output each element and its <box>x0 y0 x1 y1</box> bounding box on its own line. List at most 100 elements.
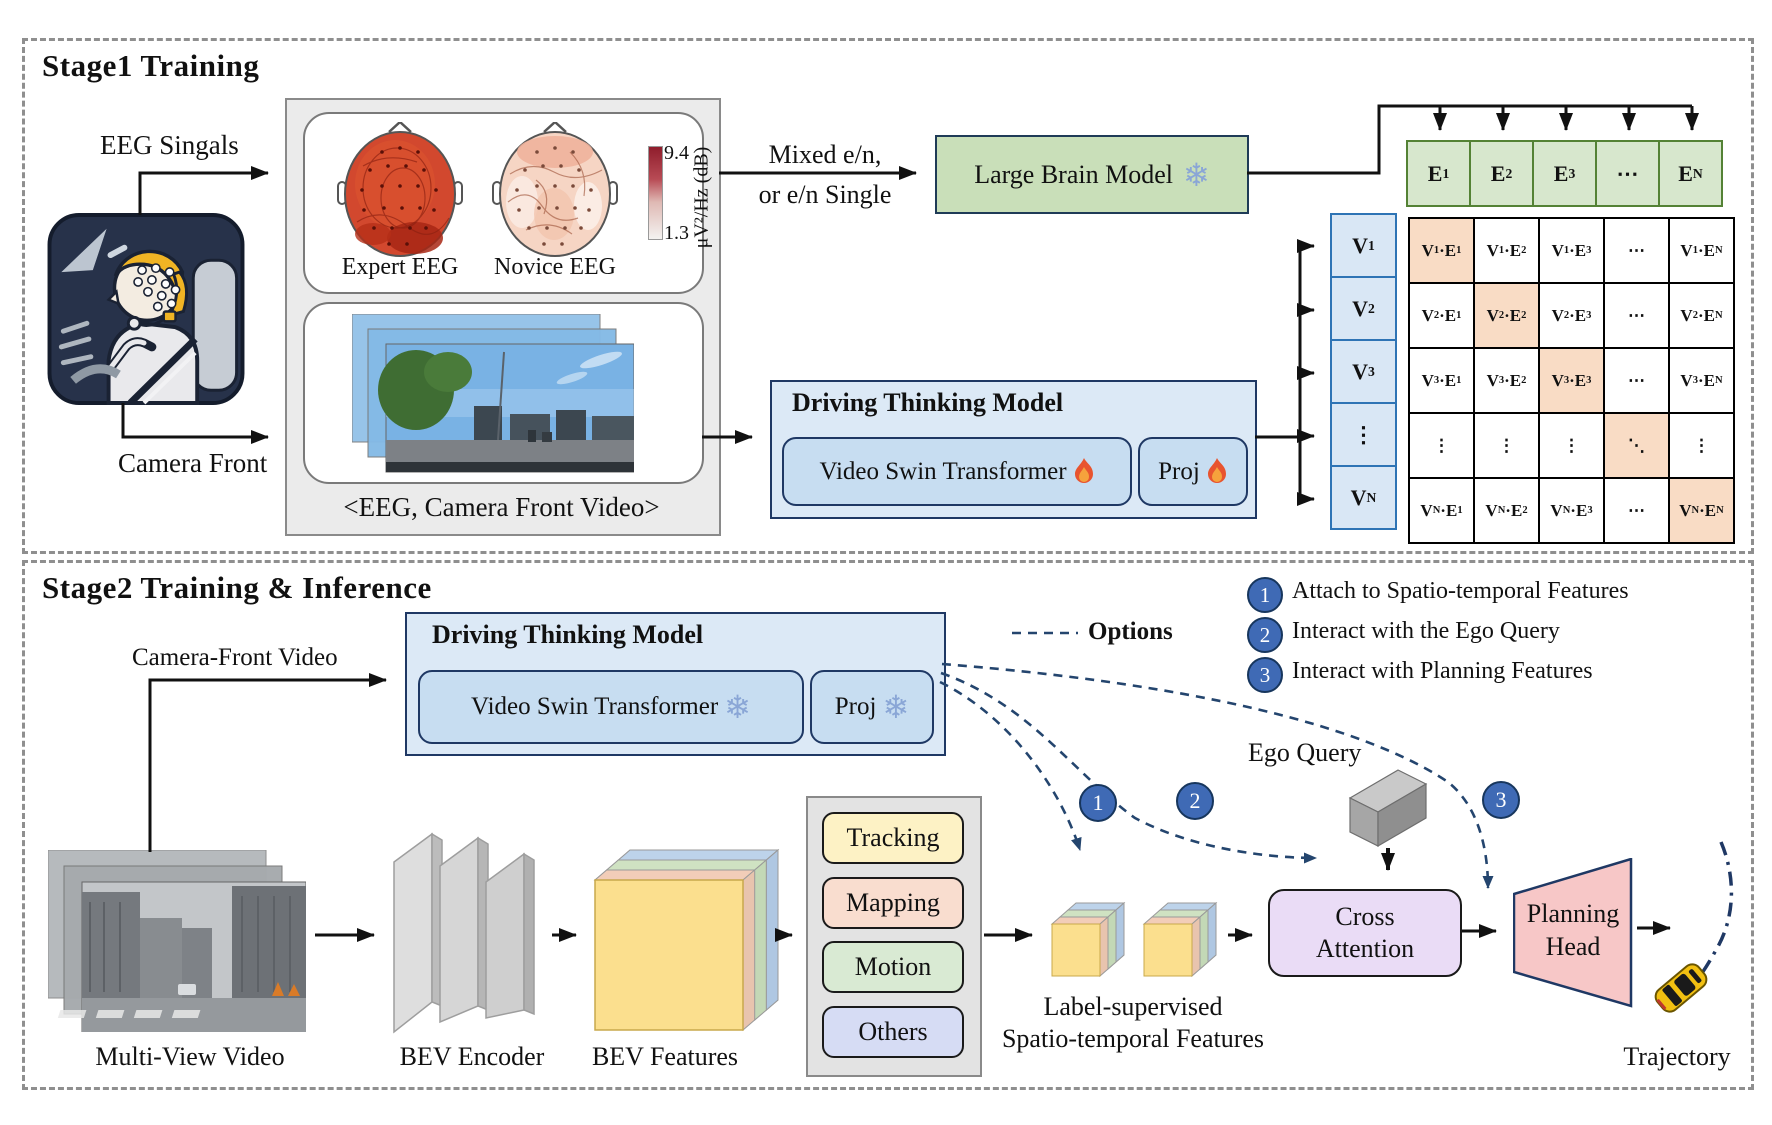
matrix-cell: ⋮ <box>1410 414 1473 477</box>
spatio-temporal-feature-cubes <box>1048 884 1223 984</box>
matrix-cell: ⋮ <box>1475 414 1538 477</box>
video-embedding-cell: ⋮ <box>1330 402 1397 467</box>
stage2-dtm-title: Driving Thinking Model <box>432 620 704 649</box>
multi-view-video-label: Multi-View Video <box>95 1042 285 1071</box>
pair-caption: <EEG, Camera Front Video> <box>343 492 660 522</box>
eeg-colorbar <box>648 146 663 240</box>
mixed-line2: or e/n Single <box>758 180 892 209</box>
task-box-tracking: Tracking <box>822 812 964 864</box>
stage1-vst-label: Video Swin Transformer <box>819 457 1067 485</box>
bev-features-cube <box>588 842 780 1034</box>
large-brain-model-label: Large Brain Model <box>974 159 1173 189</box>
snowflake-icon: ❄ <box>1182 156 1210 193</box>
matrix-cell: ⋯ <box>1605 479 1668 542</box>
driver-eeg-icon <box>47 213 245 405</box>
option2-badge: 2 <box>1176 782 1214 820</box>
mixed-line1: Mixed e/n, <box>768 140 882 169</box>
option1-badge: 1 <box>1079 784 1117 822</box>
colorbar-unit: μV²/Hz (dB) <box>690 146 713 249</box>
task-box-mapping: Mapping <box>822 876 964 929</box>
camera-front-label: Camera Front <box>118 448 268 478</box>
camera-front-video-label: Camera-Front Video <box>132 644 338 671</box>
multi-view-video-frames <box>48 850 306 1032</box>
expert-eeg-topomap <box>337 122 463 260</box>
matrix-cell: ⋯ <box>1605 219 1668 282</box>
eeg-signals-label: EEG Singals <box>100 130 239 160</box>
stage1-proj-box: Proj <box>1138 437 1248 506</box>
matrix-cell: ⋮ <box>1670 414 1733 477</box>
trajectory-label: Trajectory <box>1623 1042 1731 1071</box>
eeg-embedding-cell: ⋯ <box>1595 140 1660 207</box>
novice-eeg-topomap <box>492 122 618 260</box>
cross-attention-box: Cross Attention <box>1268 889 1462 977</box>
ego-query-cuboid <box>1340 762 1435 850</box>
features-caption-line1: Label-supervised <box>1043 992 1223 1021</box>
planning-head-shape <box>1513 858 1633 1008</box>
bev-encoder-label: BEV Encoder <box>399 1042 545 1071</box>
stage1-dtm-title: Driving Thinking Model <box>792 388 1064 417</box>
cross-attention-line2: Attention <box>1315 934 1415 963</box>
legend-text: Interact with Planning Features <box>1292 658 1593 684</box>
camera-front-video-frames <box>352 314 634 474</box>
stage2-proj-label: Proj <box>834 693 877 720</box>
novice-eeg-label: Novice EEG <box>494 254 616 280</box>
colorbar-max: 9.4 <box>664 142 689 164</box>
legend-badge: 3 <box>1247 657 1283 693</box>
stage1-proj-label: Proj <box>1158 457 1200 485</box>
fire-icon <box>1207 458 1226 483</box>
fire-icon <box>1074 458 1093 483</box>
stage2-proj-box: Proj ❄ <box>810 670 934 744</box>
legend-badge: 1 <box>1247 577 1283 613</box>
matrix-cell: ⋯ <box>1605 349 1668 412</box>
matrix-cell: ⋱ <box>1605 414 1668 477</box>
planning-head-label: Planning Head <box>1526 899 1620 961</box>
stage2-vst-label: Video Swin Transformer <box>471 693 719 720</box>
legend-badge: 2 <box>1247 617 1283 653</box>
stage1-vst-box: Video Swin Transformer <box>782 437 1132 506</box>
task-box-motion: Motion <box>822 941 964 993</box>
task-box-others: Others <box>822 1005 964 1058</box>
legend-text: Interact with the Ego Query <box>1292 618 1560 644</box>
stage2-vst-box: Video Swin Transformer ❄ <box>418 670 804 744</box>
cross-attention-line1: Cross <box>1335 901 1395 931</box>
stage2-title: Stage2 Training & Inference <box>42 570 432 605</box>
matrix-cell: ⋯ <box>1605 284 1668 347</box>
legend-text: Attach to Spatio-temporal Features <box>1292 578 1629 604</box>
matrix-cell: ⋮ <box>1540 414 1603 477</box>
bev-features-label: BEV Features <box>591 1042 739 1071</box>
colorbar-min: 1.3 <box>664 222 689 244</box>
snowflake-icon: ❄ <box>882 689 910 725</box>
features-caption-line2: Spatio-temporal Features <box>1001 1024 1265 1053</box>
option3-badge: 3 <box>1482 781 1520 819</box>
expert-eeg-label: Expert EEG <box>341 254 459 280</box>
large-brain-model-box: Large Brain Model ❄ <box>935 135 1249 214</box>
options-label: Options <box>1088 618 1173 645</box>
